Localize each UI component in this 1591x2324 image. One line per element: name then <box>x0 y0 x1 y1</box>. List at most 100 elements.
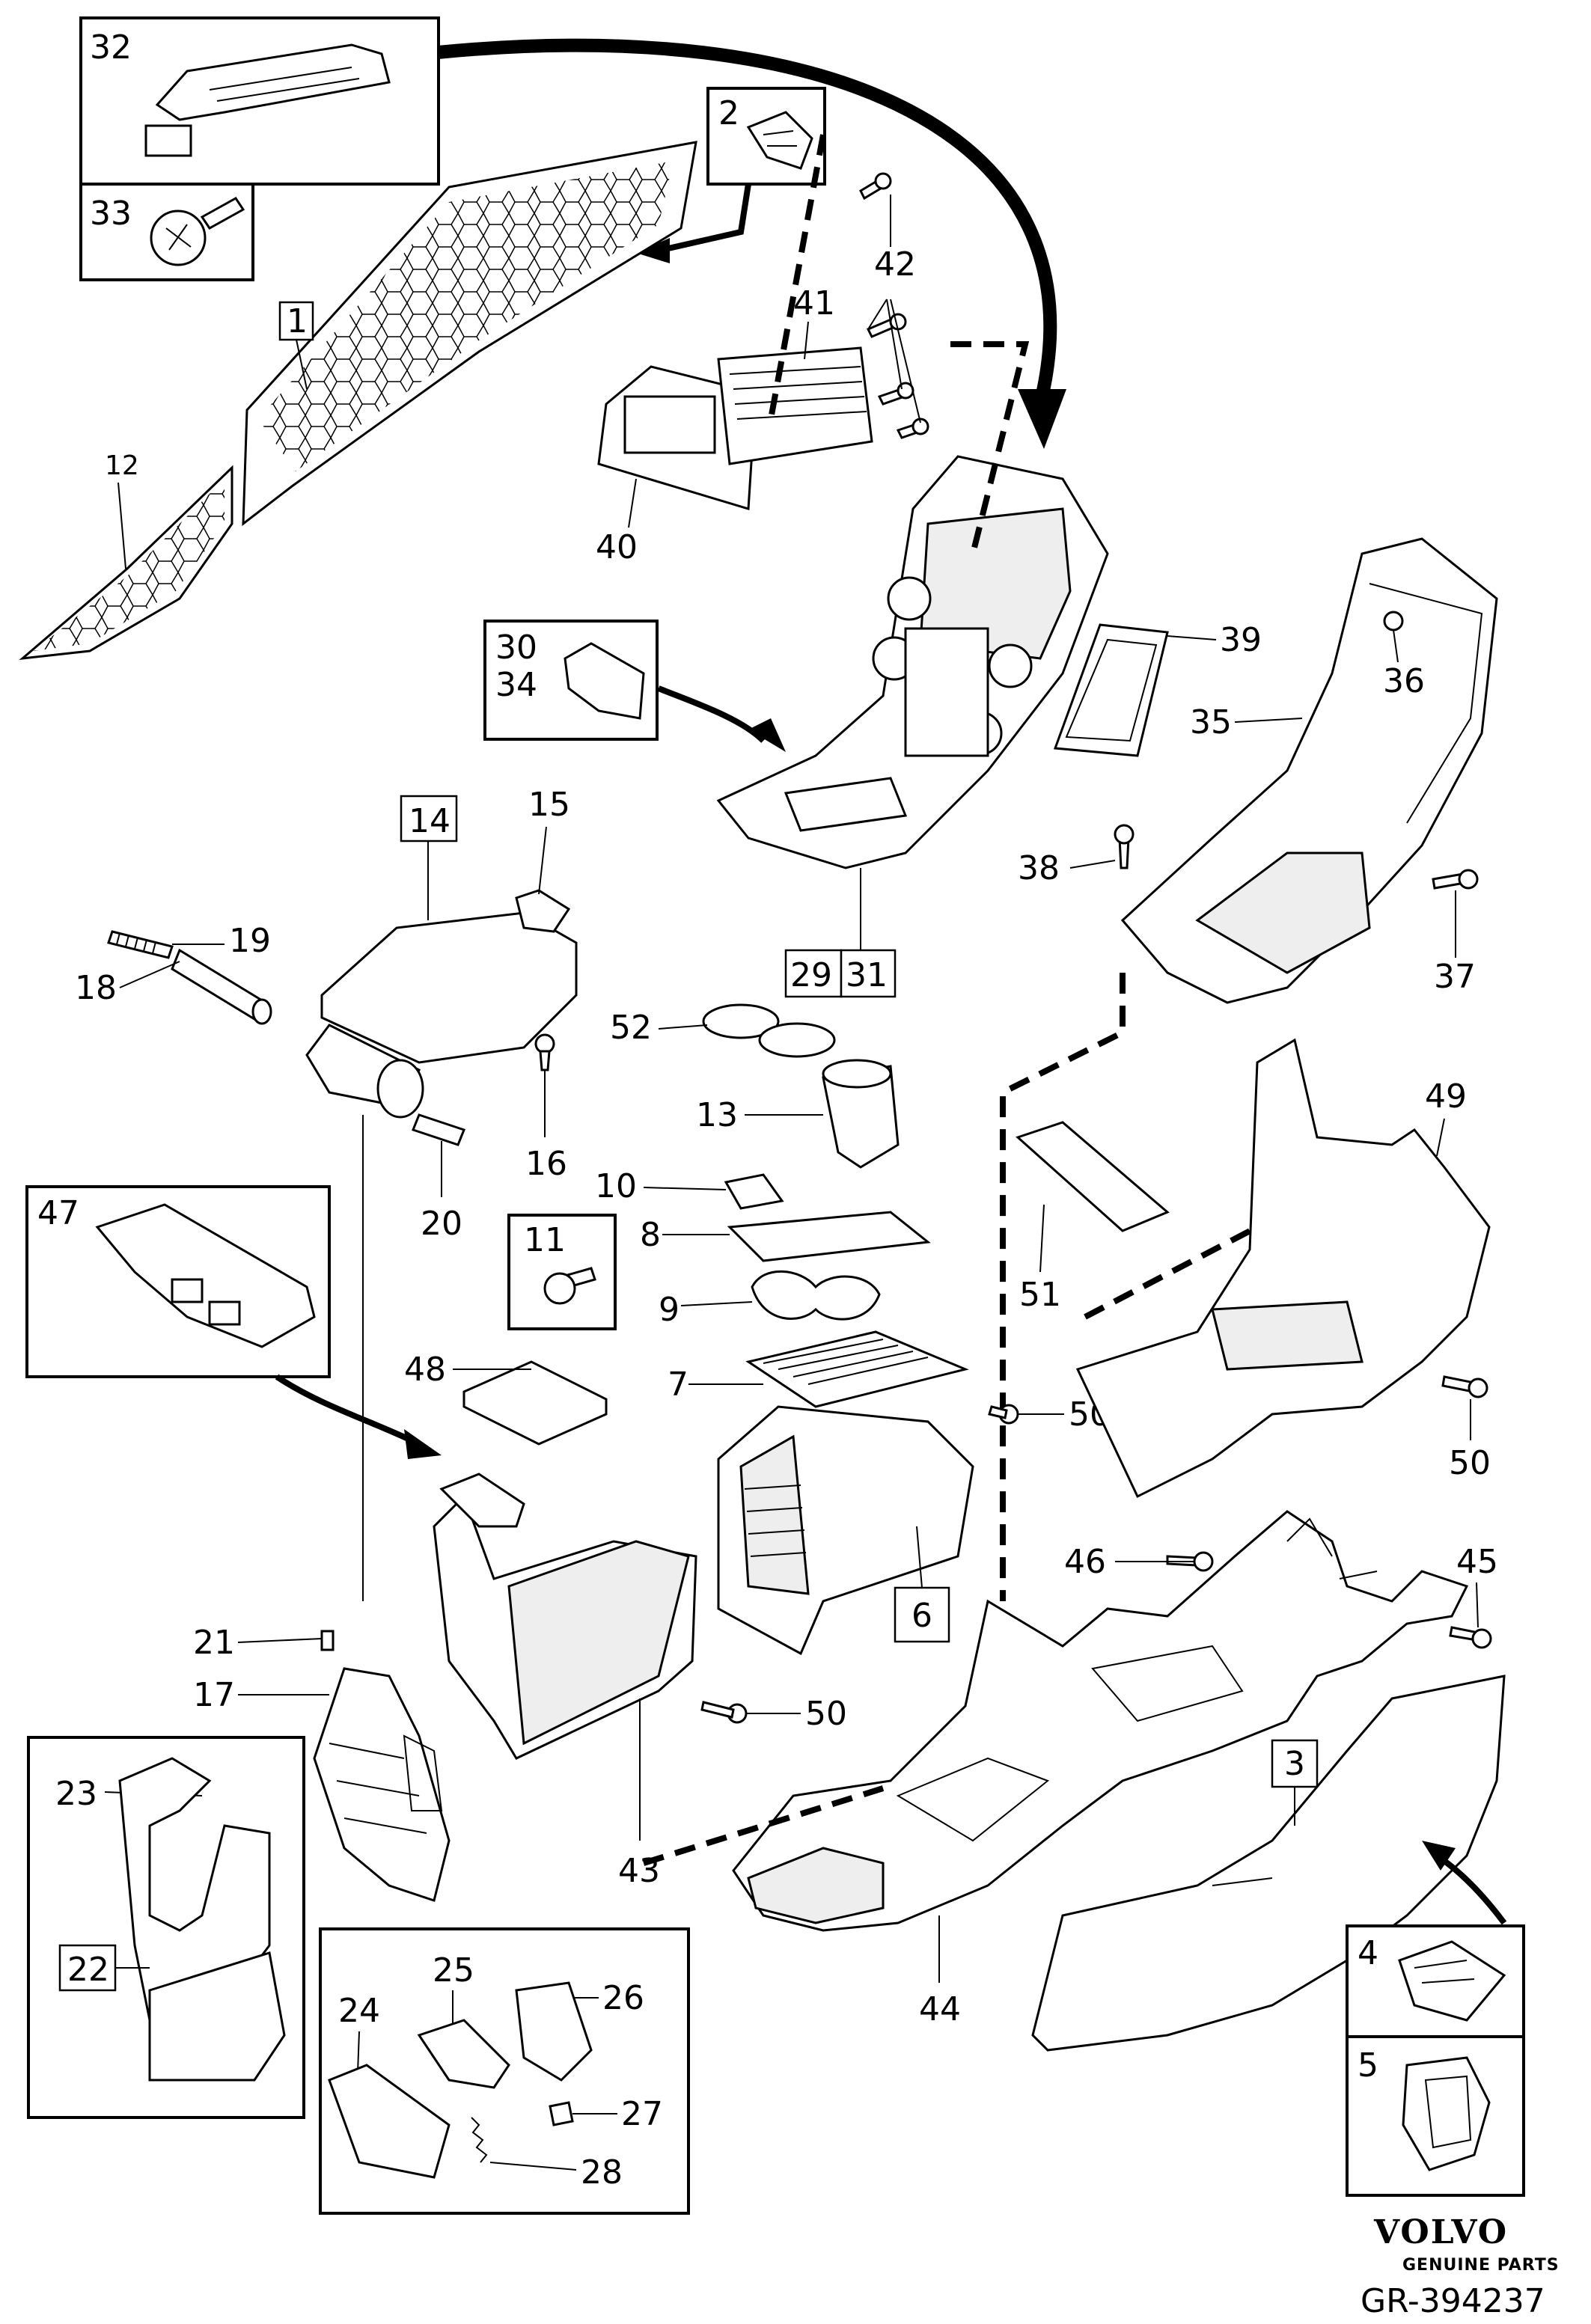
label-6: 6 <box>911 1597 932 1635</box>
drawing-reference: GR-394237 <box>1361 2282 1545 2320</box>
inset-47: 47 <box>25 1185 442 1459</box>
label-38: 38 <box>1018 849 1060 887</box>
mat-7: 7 <box>668 1330 969 1408</box>
volvo-brand-block: VOLVO GENUINE PARTS GR-394237 <box>1361 2213 1560 2320</box>
label-50c: 50 <box>805 1695 847 1733</box>
label-45: 45 <box>1456 1543 1498 1581</box>
numbox-22 <box>58 1944 117 1992</box>
label-25: 25 <box>433 1951 474 1990</box>
label-13: 13 <box>696 1096 738 1134</box>
label-2: 2 <box>718 94 739 132</box>
rear-trim-49: 49 50 <box>1075 1038 1491 1499</box>
trim-panel-1: 1 <box>242 141 697 527</box>
label-18: 18 <box>75 969 117 1007</box>
tray-48: 48 <box>404 1351 608 1446</box>
pin-20 <box>412 1113 465 1146</box>
screw-33 <box>150 197 245 266</box>
screw-50a <box>988 1404 1019 1425</box>
label-39: 39 <box>1220 621 1262 659</box>
label-21: 21 <box>193 1624 235 1662</box>
label-1: 1 <box>287 302 308 340</box>
bushing-18 <box>171 948 272 1025</box>
rear-console-35: 36 35 37 38 <box>1000 537 1498 1601</box>
label-47: 47 <box>37 1194 79 1232</box>
display-unit-40-41-42: 42 41 40 <box>596 134 929 566</box>
storage-box-6: 6 50 <box>717 1395 1111 1656</box>
inset-11 <box>507 1214 617 1330</box>
numbox-6 <box>894 1586 950 1643</box>
spring-19 <box>107 930 174 959</box>
label-37: 37 <box>1434 958 1476 996</box>
label-50b: 50 <box>1449 1444 1491 1482</box>
screw-16 <box>534 1033 555 1071</box>
label-29: 29 <box>790 956 832 994</box>
inset-32-33: 32 33 <box>79 16 440 281</box>
label-28: 28 <box>581 2153 623 2192</box>
label-51: 51 <box>1019 1276 1061 1314</box>
label-5: 5 <box>1358 2046 1378 2085</box>
side-panel-3: 3 <box>1031 1675 1507 2052</box>
label-48: 48 <box>404 1351 446 1389</box>
label-16: 16 <box>525 1145 567 1183</box>
label-19: 19 <box>229 922 271 960</box>
screw-50c <box>700 1701 748 1724</box>
label-32: 32 <box>90 28 132 67</box>
inset-4-5: 4 5 <box>1346 1924 1525 2197</box>
screw-45 <box>1449 1626 1492 1649</box>
label-41: 41 <box>793 284 835 322</box>
cupholder-parts: 52 13 10 8 9 11 <box>507 1003 931 1330</box>
bracket-17: 17 21 <box>193 1624 451 1902</box>
label-44: 44 <box>919 1990 961 2028</box>
screw-38 <box>1114 824 1135 869</box>
label-30: 30 <box>495 629 537 667</box>
label-23: 23 <box>55 1775 97 1813</box>
console-side-43: 43 50 <box>433 1473 847 1890</box>
brand-name: VOLVO <box>1373 2213 1508 2251</box>
label-33: 33 <box>90 195 132 233</box>
mesh-panel-12: 12 <box>19 450 233 661</box>
inset-30-34: 30 34 <box>483 620 786 752</box>
label-22: 22 <box>67 1951 109 1989</box>
label-40: 40 <box>596 528 638 566</box>
label-12: 12 <box>105 450 139 481</box>
label-31: 31 <box>846 956 888 994</box>
curved-arrow-32-to-bezel <box>437 38 1066 449</box>
console-frame-44: 44 46 45 <box>642 1510 1498 2028</box>
label-8: 8 <box>640 1216 661 1254</box>
label-14: 14 <box>409 802 451 840</box>
screws-42 <box>859 172 929 439</box>
label-36: 36 <box>1383 662 1425 700</box>
label-15: 15 <box>528 786 570 824</box>
console-bezel-29-31: 29 31 <box>716 341 1109 998</box>
label-35: 35 <box>1190 703 1232 741</box>
label-9: 9 <box>659 1291 680 1329</box>
label-20: 20 <box>421 1205 462 1243</box>
label-27: 27 <box>621 2095 663 2133</box>
pad-51: 51 <box>1016 1121 1170 1314</box>
brand-tagline: GENUINE PARTS <box>1402 2256 1560 2275</box>
label-17: 17 <box>193 1676 235 1714</box>
numbox-31 <box>840 949 897 998</box>
inset-24-28: 24 25 26 27 28 <box>319 1927 690 2215</box>
screw-37 <box>1432 869 1479 890</box>
label-42: 42 <box>874 245 916 284</box>
bracket-32 <box>144 43 391 157</box>
label-10: 10 <box>595 1167 637 1205</box>
screw-50b <box>1441 1375 1488 1398</box>
label-46: 46 <box>1064 1543 1106 1581</box>
label-49: 49 <box>1425 1077 1467 1116</box>
label-34: 34 <box>495 666 537 704</box>
label-24: 24 <box>338 1992 380 2030</box>
numbox-3 <box>1271 1739 1319 1788</box>
inset-2: 2 <box>636 87 826 263</box>
label-7: 7 <box>668 1366 688 1404</box>
inset-22-23: 23 22 <box>27 1736 305 2119</box>
label-11: 11 <box>524 1221 566 1259</box>
label-3: 3 <box>1284 1745 1305 1783</box>
label-26: 26 <box>602 1979 644 2017</box>
frame-39: 39 <box>1053 621 1262 757</box>
armrest-14: 14 15 16 18 19 20 <box>75 786 578 1601</box>
label-4: 4 <box>1358 1934 1378 1972</box>
label-52: 52 <box>610 1009 652 1047</box>
